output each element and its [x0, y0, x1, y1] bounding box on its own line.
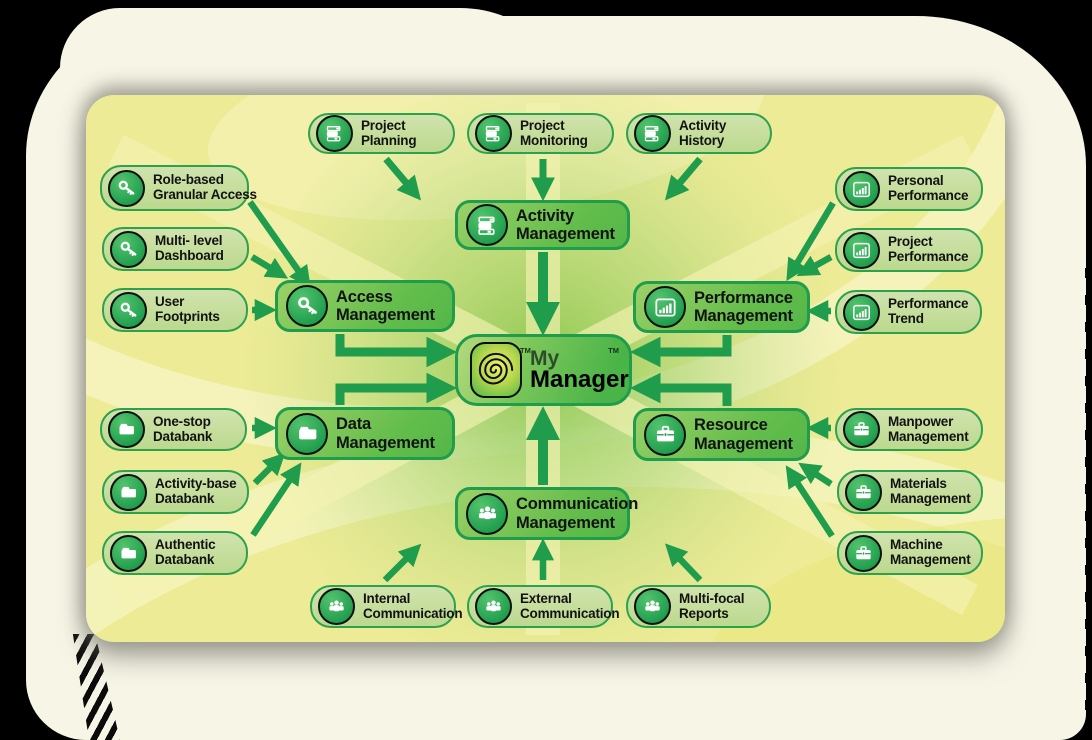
briefcase-icon: [845, 473, 882, 511]
brand-my: My: [530, 346, 560, 370]
key-icon: [286, 285, 328, 327]
tasks-icon: [634, 115, 671, 152]
people-icon: [318, 588, 355, 625]
people-icon: [634, 588, 671, 625]
folder-icon: [110, 473, 147, 511]
key-icon: [108, 169, 145, 207]
trademark-symbol: TM: [608, 346, 619, 355]
center-my-manager-node: TM TM My Manager: [455, 334, 632, 406]
trademark-symbol: TM: [520, 346, 531, 355]
briefcase-icon: [843, 411, 880, 448]
folder-icon: [286, 412, 328, 455]
folder-icon: [108, 411, 145, 448]
tasks-icon: [475, 115, 512, 152]
brand-title: My Manager: [530, 346, 629, 393]
tasks-icon: [316, 115, 353, 152]
briefcase-icon: [644, 413, 686, 456]
key-icon: [110, 230, 147, 268]
tasks-icon: [466, 204, 508, 246]
people-icon: [475, 588, 512, 625]
bar-chart-icon: [644, 286, 686, 328]
bar-chart-icon: [843, 293, 880, 331]
brand-manager: Manager: [530, 365, 629, 393]
people-icon: [466, 492, 508, 535]
key-icon: [110, 291, 147, 329]
bar-chart-icon: [843, 231, 880, 269]
perforation-dashes: [1085, 268, 1090, 740]
spiral-logo: [470, 342, 522, 398]
briefcase-icon: [845, 534, 882, 572]
bar-chart-icon: [843, 170, 880, 208]
folder-icon: [110, 534, 147, 572]
